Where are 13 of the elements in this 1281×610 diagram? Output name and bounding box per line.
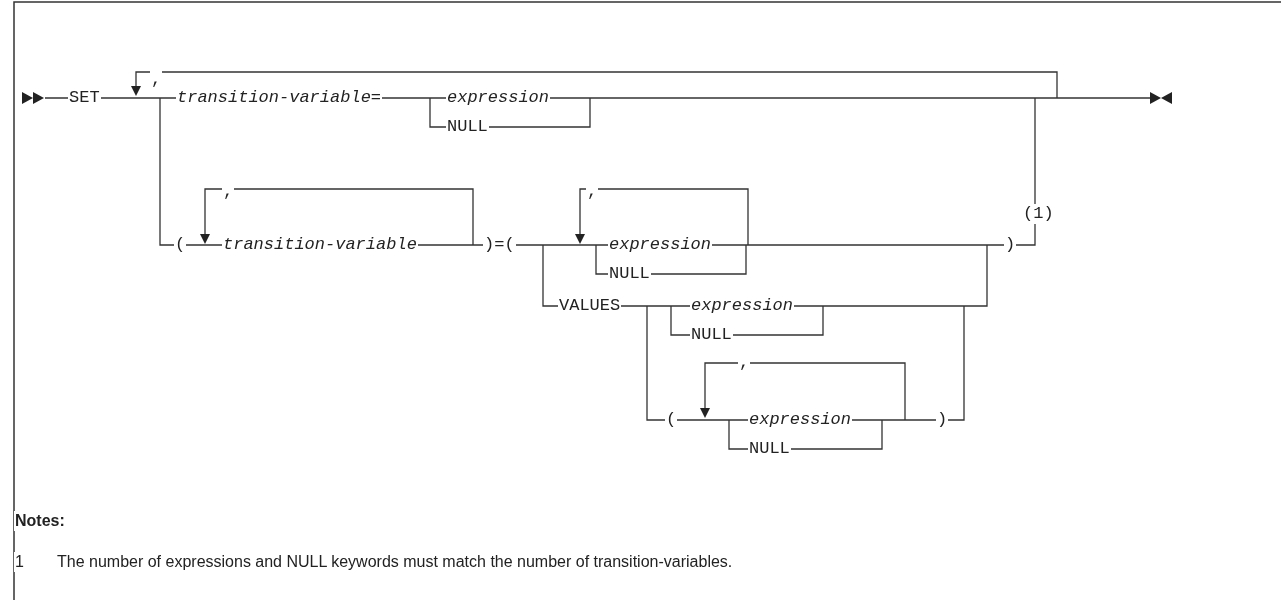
loop-separator: , (150, 70, 163, 90)
notes-heading: Notes: (14, 511, 66, 531)
punctuation: ) (936, 410, 949, 430)
variable-name: expression (748, 410, 853, 430)
punctuation: ) (1004, 235, 1017, 255)
note-text: The number of expressions and NULL keywords must match the number of transition-variables. (56, 552, 734, 572)
variable-name: expression (690, 296, 795, 316)
variable-name: expression (608, 235, 713, 255)
punctuation: ( (665, 410, 678, 430)
punctuation: ( (174, 235, 187, 255)
variable-name: expression (446, 88, 551, 108)
note-number: 1 (14, 552, 25, 572)
punctuation: )=( (483, 235, 516, 255)
